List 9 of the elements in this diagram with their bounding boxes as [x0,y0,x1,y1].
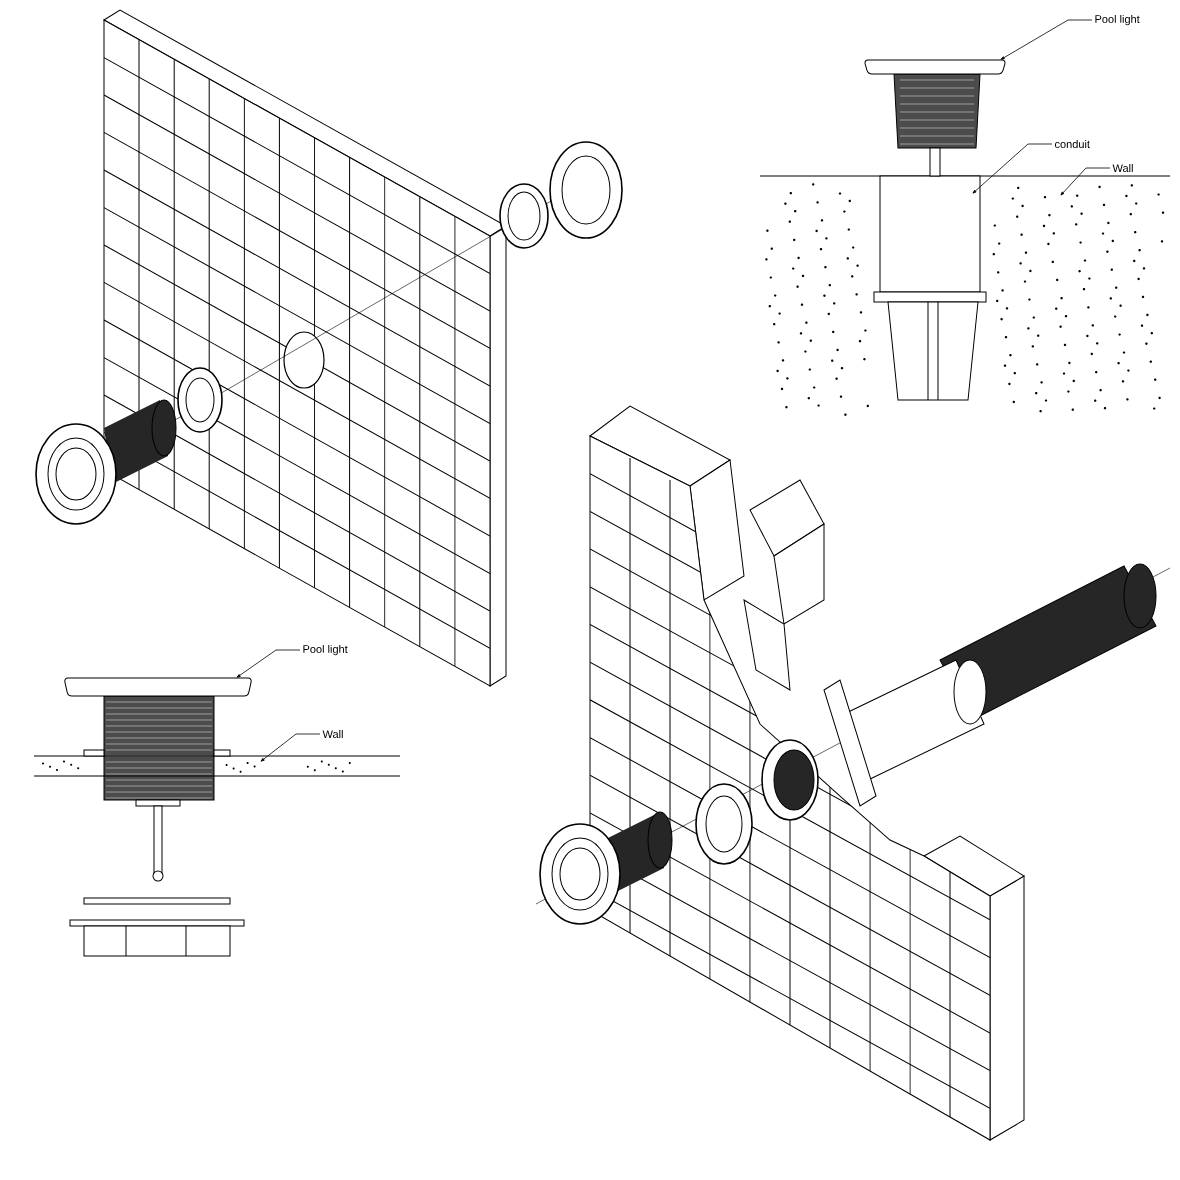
leader-line [1000,19,1093,60]
leader-line [236,649,301,678]
wall-section-drawing [33,755,401,777]
conduit-drawing [873,175,987,401]
leader-line [972,143,1053,194]
leader-line [1060,167,1111,196]
pool-light-drawing [64,677,252,801]
pool-light-drawing [864,59,1006,149]
leader-line [260,733,321,762]
